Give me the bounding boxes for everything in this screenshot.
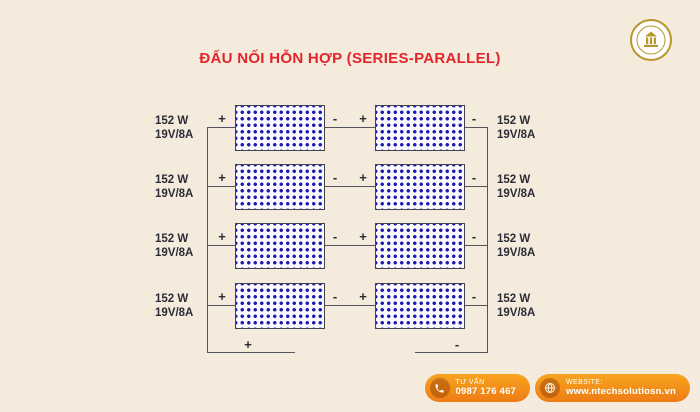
output-negative-label: -	[454, 337, 460, 352]
wire	[207, 305, 235, 306]
panel-rating-label-right: 152 W 19V/8A	[497, 114, 553, 142]
polarity-negative-sign: -	[332, 289, 338, 304]
polarity-negative-sign: -	[332, 111, 338, 126]
panel-spec: 19V/8A	[497, 247, 536, 259]
panel-power: 152 W	[497, 233, 531, 245]
contact-label: TƯ VẤN	[455, 379, 485, 386]
website-url: www.ntechsolutiosn.vn	[566, 386, 676, 397]
panel-power: 152 W	[497, 174, 531, 186]
solar-panel	[375, 283, 465, 329]
bus-bar-positive	[207, 128, 208, 353]
panel-rating-label-left: 152 W 19V/8A	[155, 173, 211, 201]
polarity-positive-sign: +	[359, 289, 367, 304]
polarity-positive-sign: +	[359, 229, 367, 244]
panel-spec: 19V/8A	[497, 188, 536, 200]
page-title: ĐẤU NỐI HỖN HỢP (SERIES-PARALLEL)	[199, 50, 501, 67]
polarity-negative-sign: -	[471, 289, 477, 304]
panel-power: 152 W	[497, 293, 531, 305]
wire	[325, 186, 375, 187]
output-positive-label: +	[244, 337, 252, 352]
wire	[207, 245, 235, 246]
solar-panel	[235, 223, 325, 269]
polarity-positive-sign: +	[218, 111, 226, 126]
solar-panel	[235, 283, 325, 329]
phone-icon	[429, 378, 450, 398]
solar-panel	[235, 164, 325, 210]
company-logo-icon	[630, 19, 672, 61]
output-wire-positive	[207, 352, 295, 353]
globe-icon	[540, 378, 561, 398]
panel-spec: 19V/8A	[497, 129, 536, 141]
panel-spec: 19V/8A	[497, 307, 536, 319]
wire	[465, 305, 488, 306]
panel-power: 152 W	[155, 115, 189, 127]
polarity-positive-sign: +	[218, 289, 226, 304]
panel-spec: 19V/8A	[155, 307, 194, 319]
polarity-positive-sign: +	[359, 170, 367, 185]
wire	[325, 305, 375, 306]
polarity-positive-sign: +	[218, 229, 226, 244]
output-wire-negative	[415, 352, 488, 353]
solar-panel	[375, 164, 465, 210]
solar-panel	[235, 105, 325, 151]
panel-rating-label-left: 152 W 19V/8A	[155, 232, 211, 260]
panel-rating-label-right: 152 W 19V/8A	[497, 173, 553, 201]
polarity-negative-sign: -	[471, 111, 477, 126]
website-pill: WEBSITE: www.ntechsolutiosn.vn	[535, 374, 690, 402]
panel-rating-label-right: 152 W 19V/8A	[497, 292, 553, 320]
company-logo	[630, 19, 672, 61]
polarity-negative-sign: -	[471, 229, 477, 244]
panel-spec: 19V/8A	[155, 188, 194, 200]
bus-bar-negative	[487, 128, 488, 353]
wire	[465, 186, 488, 187]
panel-spec: 19V/8A	[155, 129, 194, 141]
footer-contact-bar: TƯ VẤN 0987 176 467 WEBSITE: www.ntechso…	[424, 374, 690, 402]
contact-phone-pill: TƯ VẤN 0987 176 467	[424, 374, 531, 402]
wire	[465, 245, 488, 246]
polarity-positive-sign: +	[359, 111, 367, 126]
contact-phone-number: 0987 176 467	[455, 386, 517, 397]
wire	[325, 127, 375, 128]
polarity-negative-sign: -	[332, 170, 338, 185]
panel-power: 152 W	[497, 115, 531, 127]
wire	[207, 127, 235, 128]
website-label: WEBSITE:	[566, 379, 603, 386]
panel-rating-label-left: 152 W 19V/8A	[155, 292, 211, 320]
wire	[325, 245, 375, 246]
polarity-negative-sign: -	[332, 229, 338, 244]
panel-power: 152 W	[155, 233, 189, 245]
wire	[465, 127, 488, 128]
panel-rating-label-right: 152 W 19V/8A	[497, 232, 553, 260]
panel-rating-label-left: 152 W 19V/8A	[155, 114, 211, 142]
panel-spec: 19V/8A	[155, 247, 194, 259]
polarity-negative-sign: -	[471, 170, 477, 185]
solar-panel	[375, 223, 465, 269]
wire	[207, 186, 235, 187]
polarity-positive-sign: +	[218, 170, 226, 185]
panel-power: 152 W	[155, 174, 189, 186]
solar-panel	[375, 105, 465, 151]
panel-power: 152 W	[155, 293, 189, 305]
